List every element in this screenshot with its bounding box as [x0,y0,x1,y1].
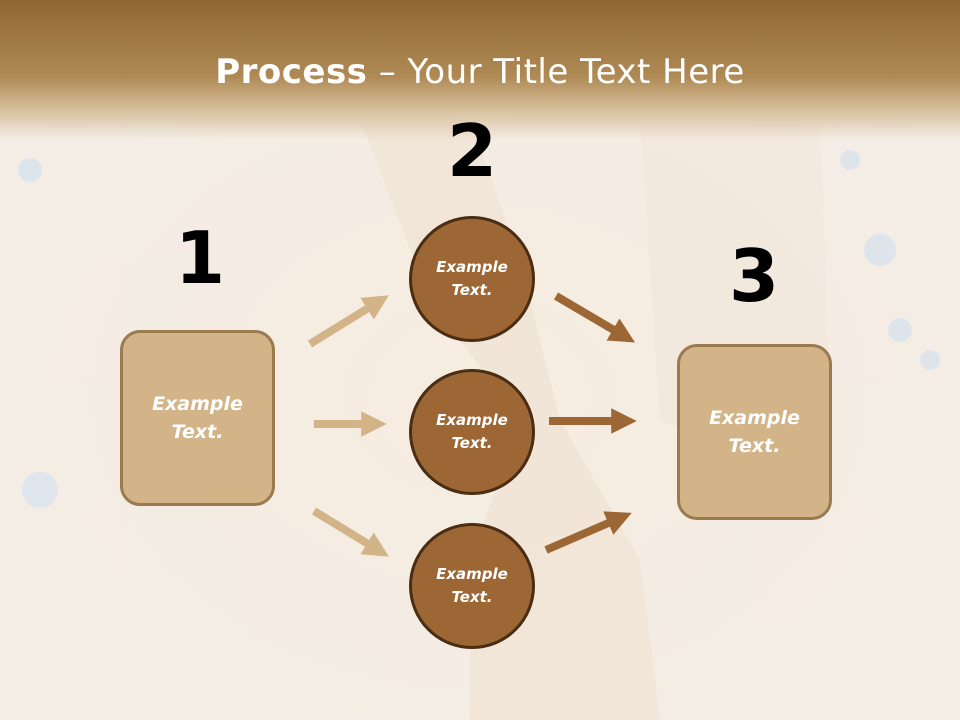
step-number-1: 1 [174,216,226,300]
circle-middle-line1: Example [436,410,508,429]
right-box-line1: Example [709,406,800,429]
step-number-2: 2 [446,109,498,193]
circle-middle-line2: Text. [451,434,493,452]
circle-bottom-line2: Text. [451,588,493,606]
left-box-line2: Text. [171,421,224,443]
circle-top-line2: Text. [451,281,493,299]
step-number-3: 3 [728,234,780,318]
circle-top-line1: Example [436,257,508,276]
title-rest: – Your Title Text Here [367,52,745,92]
title-bold: Process [215,52,368,92]
title-banner [0,0,960,140]
slide-title: Process – Your Title Text Here [0,52,960,92]
circle-bottom-line1: Example [436,564,508,583]
left-box-line1: Example [152,392,243,415]
right-box-line2: Text. [728,435,781,457]
